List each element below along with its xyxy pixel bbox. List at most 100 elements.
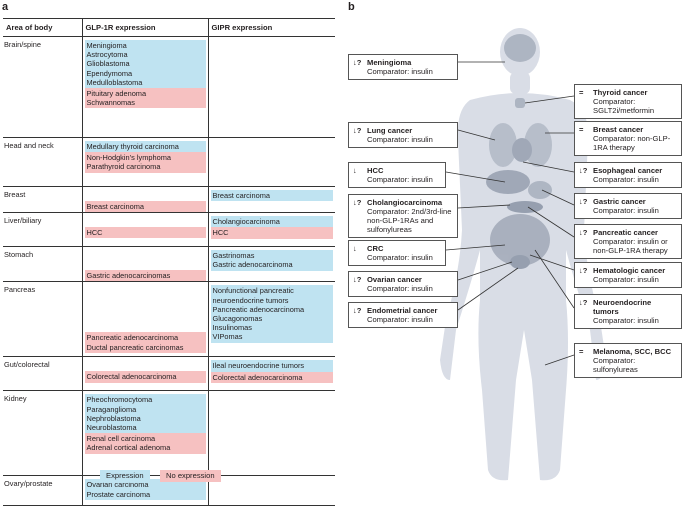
comparator-text: Comparator: sulfonylureas [593, 356, 638, 374]
tumor-name: Insulinomas [212, 323, 252, 333]
area-label: Liver/biliary [4, 216, 42, 226]
tumor-name: Meningioma [86, 41, 127, 50]
comparator-text: Comparator: insulin [367, 253, 433, 262]
comparator-text: Comparator: insulin or non-GLP-1RA thera… [593, 237, 668, 255]
effect-mark: ↓? [579, 197, 588, 206]
expression-table: Area of body GLP-1R expression GIPR expr… [3, 18, 335, 506]
gipr-cell: Nonfunctional pancreatic neuroendocrine … [207, 281, 335, 358]
legend-expression: Expression [100, 470, 150, 482]
header-glp1r: GLP-1R expression [81, 18, 208, 37]
tumor-name: Ductal pancreatic carcinomas [86, 342, 184, 352]
area-cell: Liver/biliary [3, 212, 82, 248]
tumor-name: Pancreatic adenocarcinoma [86, 333, 179, 343]
tumor-name: Parathyroid carcinoma [86, 162, 161, 172]
tumor-name: Prostate carcinoma [86, 489, 151, 499]
tumor-name: VIPomas [212, 332, 243, 342]
cancer-name: Meningioma [367, 58, 412, 67]
cancer-name: Thyroid cancer [593, 88, 648, 97]
expression-block: Nonfunctional pancreatic neuroendocrine … [210, 285, 333, 343]
cancer-name: Esophageal cancer [593, 166, 663, 175]
comparator-text: Comparator: insulin [593, 175, 659, 184]
effect-mark: ↓? [353, 58, 362, 67]
tumor-name: Schwannomas [86, 98, 135, 108]
panel-a-label: a [2, 1, 9, 13]
cancer-name: HCC [367, 166, 384, 175]
tumor-name: Glioblastoma [86, 59, 130, 69]
comparator-text: Comparator: non-GLP-1RA therapy [593, 134, 671, 152]
cancer-name: Neuroendocrine tumors [593, 298, 652, 316]
tumor-name: Colorectal adenocarcinoma [86, 372, 177, 382]
no-expression-block: Colorectal adenocarcinoma [84, 371, 206, 383]
gipr-cell [207, 390, 335, 477]
tumor-name: Pancreatic adenocarcinoma [212, 304, 305, 314]
gipr-cell [207, 137, 335, 187]
tumor-name: HCC [212, 228, 229, 238]
tumor-name: Breast carcinoma [86, 202, 145, 211]
effect-mark: ↓ [353, 244, 357, 253]
tumor-name: Nephroblastoma [86, 413, 141, 423]
gipr-cell: Breast carcinoma [207, 186, 335, 214]
cancer-name: Endometrial cancer [367, 306, 438, 315]
area-cell: Stomach [3, 246, 82, 283]
area-cell: Pancreas [3, 281, 82, 358]
effect-mark: ↓? [353, 275, 362, 284]
legend-no-expression: No expression [160, 470, 221, 482]
tumor-name: Non-Hodgkin’s lymphoma [86, 153, 171, 163]
effect-mark: ↓? [579, 298, 588, 307]
comparator-text: Comparator: insulin [367, 315, 433, 324]
effect-mark: ↓? [579, 266, 588, 275]
header-area: Area of body [3, 18, 82, 37]
glp1r-cell: Colorectal adenocarcinoma [81, 356, 208, 392]
gipr-cell [207, 36, 335, 138]
effect-mark: = [579, 88, 584, 97]
comparator-text: Comparator: insulin [367, 67, 433, 76]
cancer-name: Pancreatic cancer [593, 228, 659, 237]
cancer-name: Gastric cancer [593, 197, 646, 206]
effect-mark: ↓? [579, 166, 588, 175]
effect-mark: ↓? [579, 228, 588, 237]
tumor-name: Gastrinomas [212, 251, 255, 261]
area-cell: Gut/colorectal [3, 356, 82, 392]
cancer-name: Breast cancer [593, 125, 644, 134]
tumor-name: Breast carcinoma [212, 191, 271, 200]
expression-block: Cholangiocarcinoma [210, 216, 333, 228]
area-cell: Head and neck [3, 137, 82, 187]
tumor-name: Adrenal cortical adenoma [86, 443, 171, 453]
area-label: Stomach [4, 250, 34, 260]
no-expression-block: HCC [210, 227, 333, 239]
tumor-name: Cholangiocarcinoma [212, 217, 280, 227]
area-label: Pancreas [4, 285, 36, 295]
glp1r-cell: Gastric adenocarcinomas [81, 246, 208, 283]
expression-block: Medullary thyroid carcinoma [84, 141, 206, 153]
area-label: Gut/colorectal [4, 360, 50, 370]
tumor-name: Astrocytoma [86, 50, 128, 60]
no-expression-block: Breast carcinoma [84, 201, 206, 213]
comparator-text: Comparator: 2nd/3rd-line non-GLP-1RAs an… [367, 207, 452, 234]
tumor-name: Nonfunctional pancreatic neuroendocrine … [212, 286, 294, 305]
